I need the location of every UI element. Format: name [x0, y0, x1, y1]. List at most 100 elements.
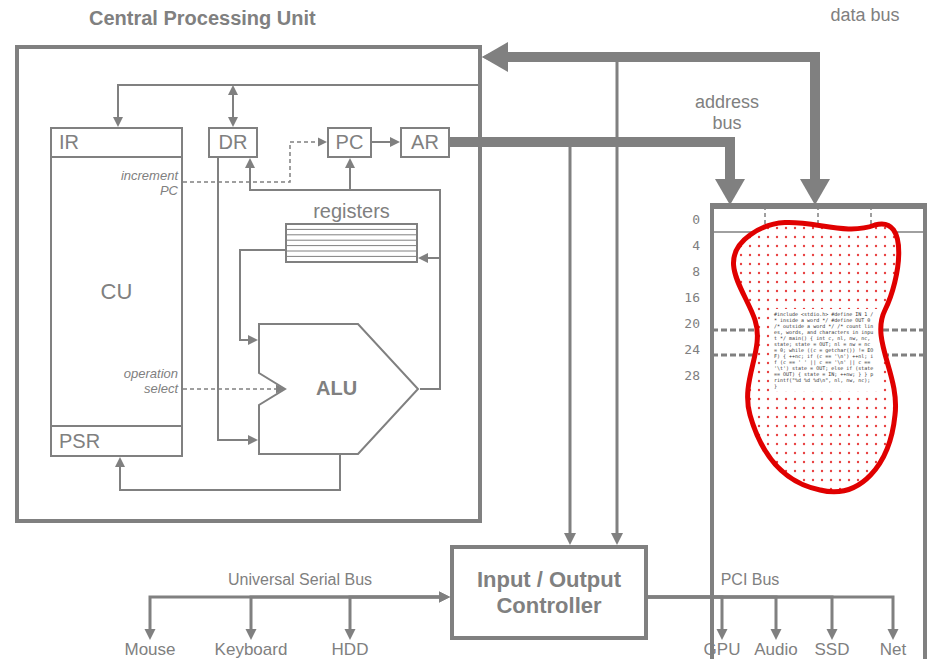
register-file: registers [285, 200, 418, 264]
internal-data-line [118, 85, 482, 120]
connector-line [648, 597, 776, 631]
connector [246, 592, 451, 641]
arrowhead [771, 629, 782, 640]
device-name: SSD [813, 640, 852, 659]
address-number: 24 [660, 342, 700, 357]
register-box: IR [50, 127, 183, 158]
device-name: Audio [752, 640, 800, 659]
connector [450, 142, 576, 545]
bus-label: data bus [826, 4, 904, 26]
address-number: 8 [660, 264, 700, 279]
alu-shape: ALU [258, 323, 420, 455]
connector [648, 597, 728, 640]
connector [648, 597, 838, 640]
connector [345, 592, 451, 641]
address-number: 28 [660, 368, 700, 383]
arrowhead [888, 629, 899, 640]
register-box: DR [208, 127, 258, 158]
connector-line [420, 258, 440, 389]
connector-line [350, 597, 441, 631]
node-label: IR [59, 131, 79, 154]
node-label: Input / Output Controller [454, 567, 644, 618]
control-signal [183, 385, 285, 394]
connector-line [503, 57, 815, 184]
arrowhead [248, 435, 258, 445]
arrowhead [564, 533, 576, 545]
node-label: DR [219, 131, 248, 154]
connector-line [648, 597, 893, 631]
arrowhead [246, 629, 257, 640]
memory-column: #include <stdio.h> #define IN 1 /* insid… [712, 205, 925, 659]
control-signal-label: operation select [110, 366, 178, 396]
arrowhead [318, 138, 327, 147]
arrowhead [439, 592, 450, 603]
device-name: HDD [330, 640, 371, 659]
arrowhead [115, 457, 125, 467]
connector-line [372, 141, 392, 143]
connector [218, 158, 258, 445]
arrowhead [390, 137, 400, 147]
arrowhead [439, 592, 450, 603]
node-label: registers [285, 200, 418, 222]
node-label: PSR [59, 430, 100, 453]
address-number: 0 [660, 212, 700, 227]
arrowhead [482, 51, 494, 63]
memory-column [710, 205, 927, 659]
node-label: Mouse [124, 640, 175, 659]
connector [418, 253, 440, 389]
cpu-title: Central Processing Unit [89, 7, 316, 30]
connector-line [450, 142, 730, 184]
bus-arrow [450, 142, 745, 205]
connector-line [648, 597, 832, 631]
connector-line [251, 597, 441, 631]
program-code: #include <stdio.h> #define IN 1 /* insid… [772, 309, 878, 391]
io-controller: Input / Output Controller [450, 545, 648, 640]
bus-label: address bus [684, 92, 770, 134]
connector-line [150, 597, 441, 631]
control-signal-label: increment PC [110, 168, 178, 198]
arrowhead [611, 533, 623, 545]
arrowhead [715, 179, 745, 205]
address-number: 4 [660, 238, 700, 253]
arrowhead [800, 179, 830, 205]
connector-line [492, 57, 617, 535]
bus-arrow [482, 42, 830, 205]
node-label: SSD [815, 640, 850, 659]
control-signal [183, 138, 327, 183]
node-label: CU [101, 279, 133, 304]
device-name: GPU [702, 640, 743, 659]
node-label: Net [880, 640, 906, 659]
connector [372, 137, 400, 147]
connector [648, 597, 899, 640]
connector [648, 597, 782, 640]
arrowhead [717, 629, 728, 640]
connector-line [648, 597, 722, 631]
connector [145, 592, 451, 641]
connector [115, 455, 340, 490]
node-label: AR [411, 131, 439, 154]
node-label: Audio [754, 640, 797, 659]
connector-line [120, 455, 340, 490]
device-name: Keyboard [213, 640, 290, 659]
address-number: 20 [660, 316, 700, 331]
arrowhead [827, 629, 838, 640]
connector-line [183, 142, 320, 182]
node-label: Keyboard [215, 640, 288, 659]
internal-arrowheads [113, 85, 238, 127]
register-grid [285, 223, 418, 263]
arrowhead [418, 253, 428, 263]
node-label: HDD [332, 640, 369, 659]
connector [482, 51, 623, 545]
node-label: ALU [316, 377, 357, 400]
register-box: PSR [50, 425, 183, 457]
bus-label: PCI Bus [695, 571, 805, 589]
cpu-box: Central Processing UnitCUIRPSRDRPCARregi… [15, 45, 482, 523]
node-label: GPU [704, 640, 741, 659]
arrowhead [145, 629, 156, 640]
address-number: 16 [660, 290, 700, 305]
program-blob [733, 222, 898, 491]
connector-line [450, 142, 570, 535]
connector-line [218, 158, 250, 440]
arrowhead [439, 592, 450, 603]
arrowhead [345, 629, 356, 640]
